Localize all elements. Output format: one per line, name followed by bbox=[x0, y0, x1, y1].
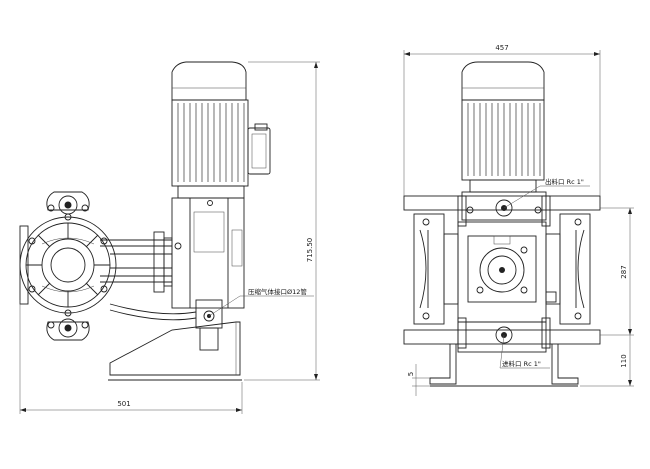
side-view: 715.50 501 压缩气体接口Ø12管 bbox=[19, 61, 320, 414]
dim-width-front: 457 bbox=[495, 44, 508, 52]
label-gas-port: 压缩气体接口Ø12管 bbox=[248, 287, 307, 296]
front-view: 457 287 110 5 出料口 Rc 1" 进料口 Rc 1" bbox=[403, 44, 634, 396]
pump-head-side bbox=[19, 213, 117, 317]
dim-height-upper: 287 bbox=[620, 265, 628, 278]
motor-fins bbox=[177, 103, 245, 182]
dim-width-side: 501 bbox=[117, 400, 130, 408]
label-inlet: 进料口 Rc 1" bbox=[502, 359, 541, 368]
dim-height-side: 715.50 bbox=[306, 238, 314, 263]
label-outlet: 出料口 Rc 1" bbox=[545, 177, 584, 186]
dim-height-lower: 110 bbox=[620, 354, 628, 367]
dim-foot: 5 bbox=[407, 372, 415, 376]
motor-fins-front bbox=[467, 103, 541, 176]
